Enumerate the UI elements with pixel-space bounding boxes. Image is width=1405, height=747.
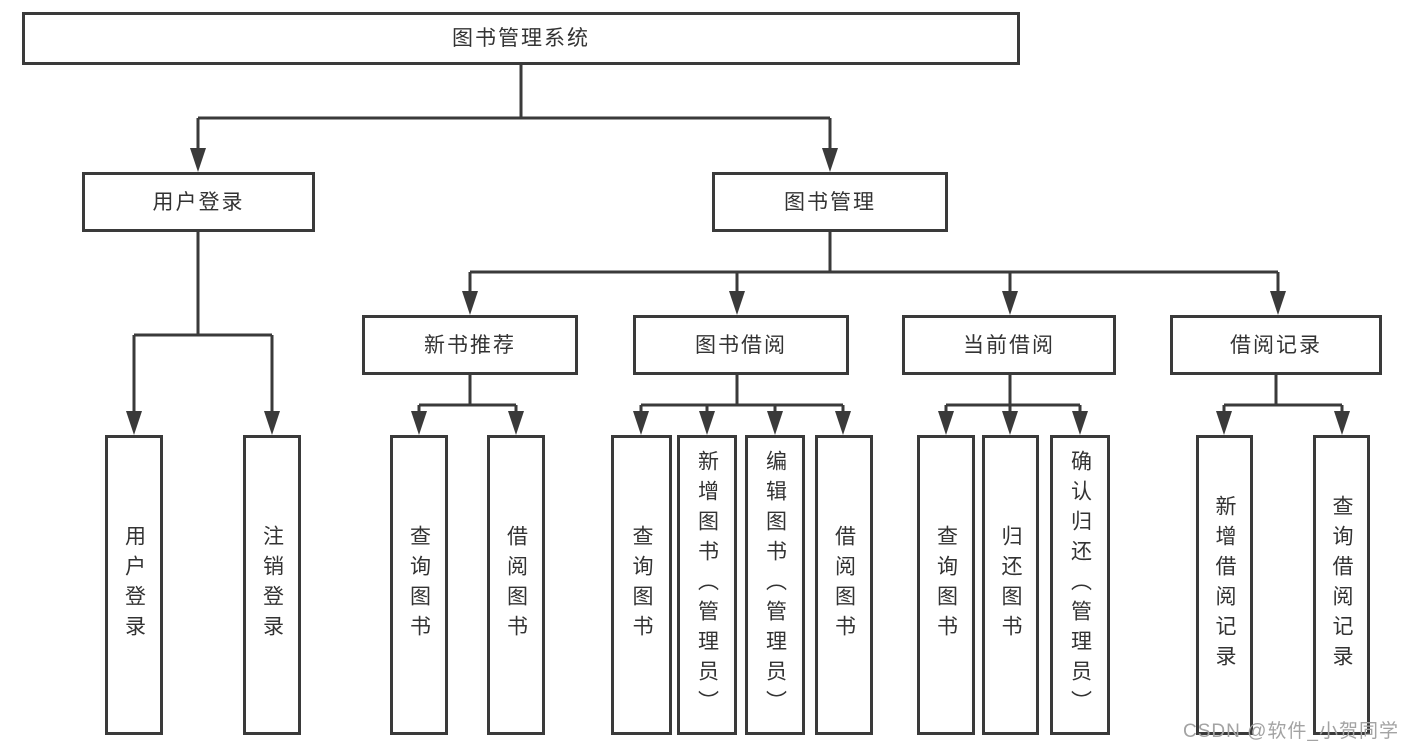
arrowheads: [126, 148, 1350, 435]
leaf-rec-borrow-books: 借阅图书: [487, 435, 545, 735]
node-root-system: 图书管理系统: [22, 12, 1020, 65]
node-book-management: 图书管理: [712, 172, 948, 232]
node-user-login: 用户登录: [82, 172, 315, 232]
leaf-borrow-edit-books-admin: 编辑图书（管理员）: [745, 435, 805, 735]
node-borrowing-records: 借阅记录: [1170, 315, 1382, 375]
leaf-logout: 注销登录: [243, 435, 301, 735]
csdn-watermark: CSDN @软件_小贺同学: [1183, 721, 1399, 742]
leaf-current-query-books: 查询图书: [917, 435, 975, 735]
leaf-current-return-books: 归还图书: [982, 435, 1039, 735]
leaf-borrow-query-books: 查询图书: [611, 435, 672, 735]
leaf-borrow-borrow-books: 借阅图书: [815, 435, 873, 735]
node-book-borrowing: 图书借阅: [633, 315, 849, 375]
leaf-rec-query-books: 查询图书: [390, 435, 448, 735]
node-current-borrowing: 当前借阅: [902, 315, 1116, 375]
leaf-records-query-borrow-record: 查询借阅记录: [1313, 435, 1370, 735]
leaf-records-add-borrow-record: 新增借阅记录: [1196, 435, 1253, 735]
node-new-book-recommendation: 新书推荐: [362, 315, 578, 375]
leaf-current-confirm-return-admin: 确认归还（管理员）: [1050, 435, 1110, 735]
leaf-borrow-add-books-admin: 新增图书（管理员）: [677, 435, 737, 735]
leaf-user-login: 用户登录: [105, 435, 163, 735]
